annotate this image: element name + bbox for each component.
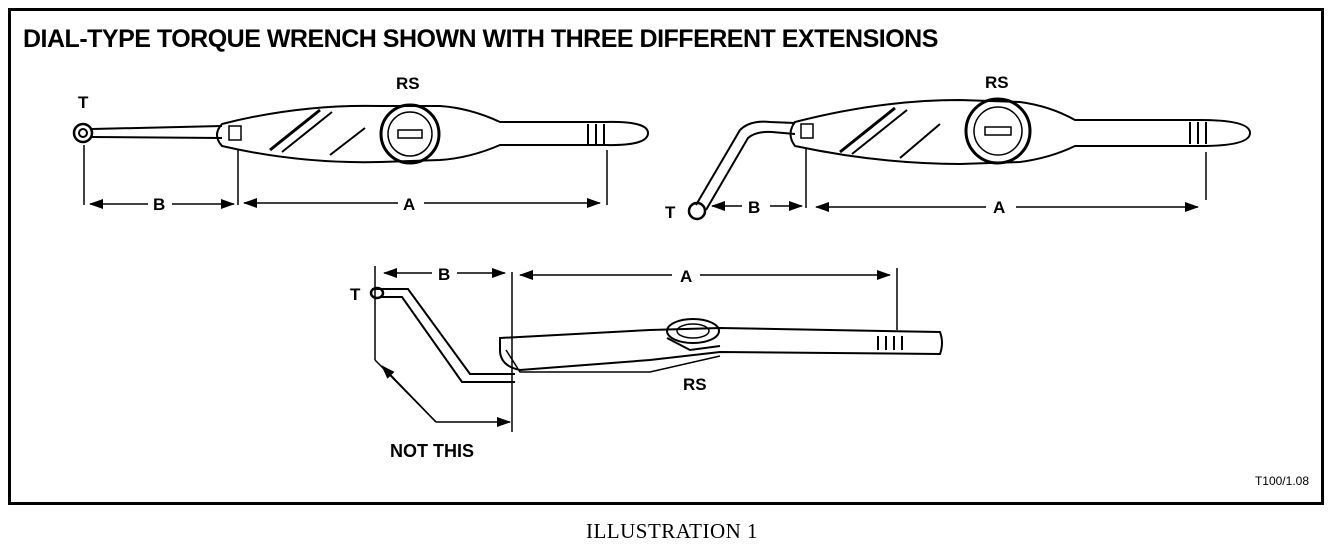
offset-label-A: A (680, 267, 692, 286)
offset-wrench-body (499, 318, 943, 373)
angled-extension (687, 120, 796, 221)
figure-title: DIAL-TYPE TORQUE WRENCH SHOWN WITH THREE… (23, 25, 938, 53)
wrench-offset (369, 286, 943, 383)
straight-extension (72, 122, 223, 144)
offset-label-T: T (350, 285, 361, 304)
wrench-straight (72, 103, 650, 165)
angled-label-A: A (993, 198, 1005, 217)
straight-label-B: B (153, 195, 165, 214)
illustration-caption: ILLUSTRATION 1 (585, 519, 759, 543)
straight-label-RS: RS (396, 74, 420, 93)
straight-label-A: A (403, 195, 415, 214)
straight-dimension-lines (83, 145, 608, 209)
offset-dimension-lines (374, 266, 898, 432)
offset-label-not-this: NOT THIS (390, 441, 474, 461)
offset-extension (369, 286, 515, 383)
angled-label-RS: RS (985, 73, 1009, 92)
angled-wrench-body (789, 97, 1252, 166)
straight-wrench-body (216, 103, 650, 165)
angled-dimension-lines (711, 148, 1207, 212)
figure-reference: T100/1.08 (1254, 474, 1309, 488)
figure-frame: DIAL-TYPE TORQUE WRENCH SHOWN WITH THREE… (8, 8, 1324, 505)
angled-label-T: T (665, 203, 676, 222)
offset-label-RS: RS (683, 375, 707, 394)
angled-label-B: B (748, 198, 760, 217)
offset-label-B: B (438, 265, 450, 284)
wrench-angled (687, 97, 1252, 221)
straight-label-T: T (78, 93, 89, 112)
